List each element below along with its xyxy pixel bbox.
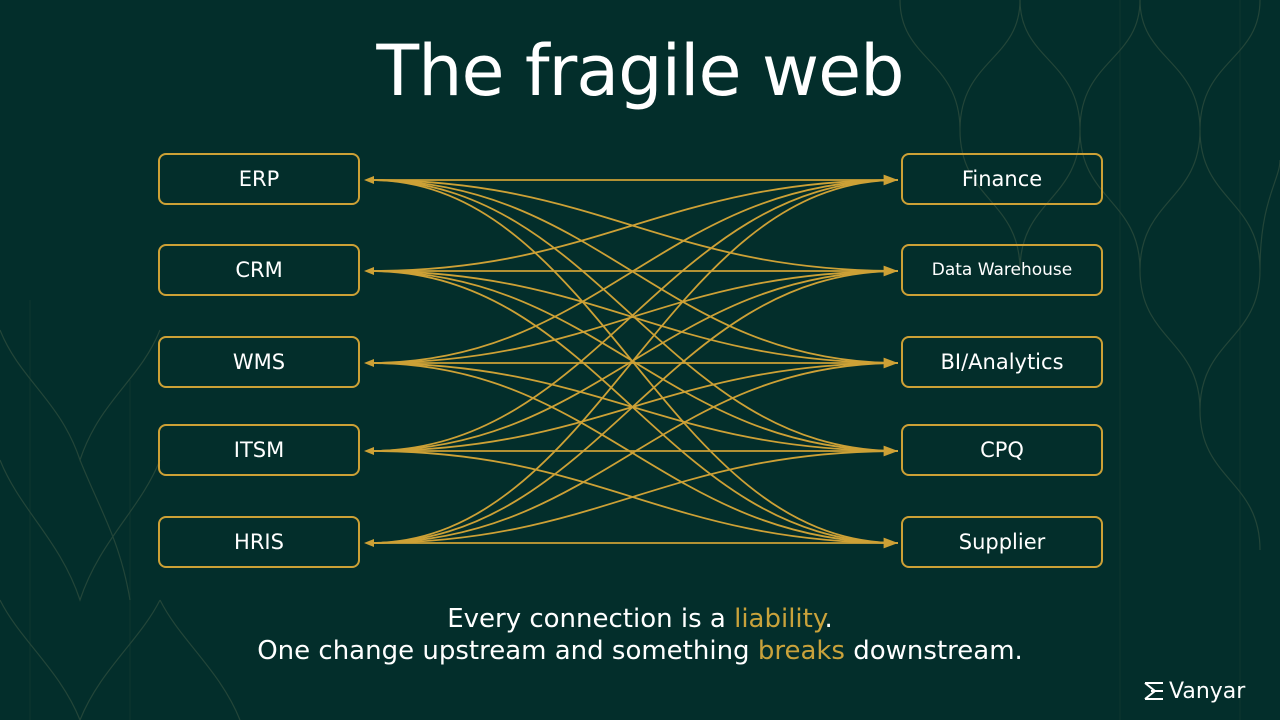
connection-hris-to-cpq bbox=[369, 450, 899, 544]
highlight-breaks: breaks bbox=[757, 636, 845, 666]
system-node-label: ITSM bbox=[233, 438, 285, 462]
arrowhead-wms bbox=[364, 359, 374, 367]
system-node-supplier: Supplier bbox=[901, 516, 1103, 568]
connection-erp-to-cpq bbox=[369, 179, 899, 457]
brand-name: Vanyar bbox=[1169, 678, 1246, 704]
vanyar-logo-mark-icon bbox=[1144, 682, 1163, 700]
system-node-label: BI/Analytics bbox=[940, 350, 1064, 374]
system-node-label: HRIS bbox=[234, 530, 284, 554]
system-node-label: Finance bbox=[961, 167, 1043, 191]
system-node-label: Supplier bbox=[958, 530, 1046, 554]
arrowhead-itsm bbox=[364, 447, 374, 455]
connection-hris-to-bi-analytics bbox=[369, 362, 899, 544]
system-node-label: CRM bbox=[235, 258, 283, 282]
connection-wms-to-data-warehouse bbox=[369, 270, 899, 364]
system-node-erp: ERP bbox=[158, 153, 360, 205]
system-node-label: CPQ bbox=[980, 438, 1024, 462]
system-node-bi-analytics: BI/Analytics bbox=[901, 336, 1103, 388]
connection-hris-to-finance bbox=[369, 179, 899, 544]
system-node-label: WMS bbox=[232, 350, 286, 374]
system-node-label: Data Warehouse bbox=[931, 260, 1073, 280]
system-node-data-warehouse: Data Warehouse bbox=[901, 244, 1103, 296]
highlight-liability: liability bbox=[734, 604, 825, 634]
arrowhead-crm bbox=[364, 267, 374, 275]
system-node-itsm: ITSM bbox=[158, 424, 360, 476]
page-title: The fragile web bbox=[376, 30, 904, 112]
arrowhead-hris bbox=[364, 539, 374, 547]
caption-line-2: One change upstream and something breaks… bbox=[257, 636, 1023, 666]
connection-itsm-to-finance bbox=[369, 179, 899, 452]
brand-logo: Vanyar bbox=[1143, 676, 1245, 706]
connection-itsm-to-bi-analytics bbox=[369, 362, 899, 452]
connection-crm-to-finance bbox=[369, 179, 899, 272]
system-node-finance: Finance bbox=[901, 153, 1103, 205]
caption-line-1: Every connection is a liability. bbox=[447, 604, 833, 634]
arrowhead-erp bbox=[364, 176, 374, 184]
system-node-label: ERP bbox=[238, 167, 280, 191]
system-node-cpq: CPQ bbox=[901, 424, 1103, 476]
system-node-wms: WMS bbox=[158, 336, 360, 388]
connection-wms-to-finance bbox=[369, 179, 899, 364]
system-node-hris: HRIS bbox=[158, 516, 360, 568]
connection-hris-to-data-warehouse bbox=[369, 270, 899, 544]
system-node-crm: CRM bbox=[158, 244, 360, 296]
